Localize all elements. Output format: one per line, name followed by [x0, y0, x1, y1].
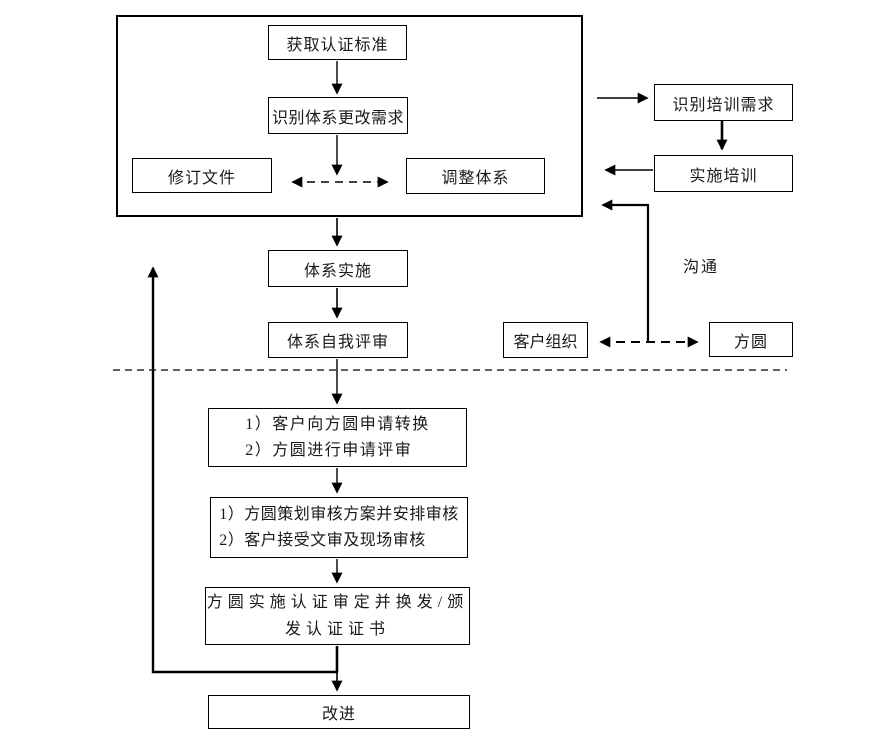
apply-step-line1: 1）客户向方圆申请转换: [245, 415, 430, 433]
certify-step-line2: 发认证证书: [284, 621, 390, 638]
box-fangyuan-label: 方圆: [733, 333, 768, 351]
box-adjust-system-label: 调整体系: [441, 170, 510, 187]
box-customer-org: 客户组织: [503, 322, 588, 358]
certify-step-line1: 方圆实施认证审定并换发/颁: [206, 594, 469, 611]
box-identify-training-need-label: 识别培训需求: [672, 96, 775, 114]
box-improve: 改进: [208, 695, 470, 729]
box-obtain-standard: 获取认证标准: [268, 25, 407, 60]
box-certify-step: 方圆实施认证审定并换发/颁 发认证证书: [205, 587, 470, 645]
box-obtain-standard-label: 获取认证标准: [286, 36, 389, 54]
arrow-communication-to-group: [601, 199, 650, 342]
apply-step-line2: 2）方圆进行申请评审: [245, 441, 413, 459]
audit-step-line1: 1）方圆策划审核方案并安排审核: [219, 505, 459, 523]
feedback-arrow-to-top: [147, 266, 338, 674]
box-system-self-review: 体系自我评审: [268, 322, 408, 358]
box-system-self-review-label: 体系自我评审: [286, 334, 389, 351]
box-audit-step: 1）方圆策划审核方案并安排审核 2）客户接受文审及现场审核: [210, 497, 468, 558]
box-fangyuan: 方圆: [709, 322, 793, 357]
box-revise-documents: 修订文件: [132, 158, 272, 193]
box-revise-documents-label: 修订文件: [167, 169, 236, 187]
audit-step-line2: 2）客户接受文审及现场审核: [219, 531, 426, 549]
box-identify-change-need: 识别体系更改需求: [268, 97, 408, 134]
box-system-implementation: 体系实施: [268, 250, 408, 287]
box-apply-step: 1）客户向方圆申请转换 2）方圆进行申请评审: [208, 408, 467, 467]
box-improve-label: 改进: [321, 706, 356, 723]
box-implement-training-label: 实施培训: [689, 167, 758, 185]
system-change-group-box: [116, 15, 583, 217]
box-identify-change-need-label: 识别体系更改需求: [271, 109, 404, 127]
communication-label: 沟通: [683, 259, 720, 276]
box-customer-org-label: 客户组织: [513, 334, 578, 351]
box-system-implementation-label: 体系实施: [303, 262, 372, 280]
box-identify-training-need: 识别培训需求: [654, 84, 793, 121]
box-adjust-system: 调整体系: [406, 158, 545, 194]
box-implement-training: 实施培训: [654, 155, 793, 192]
